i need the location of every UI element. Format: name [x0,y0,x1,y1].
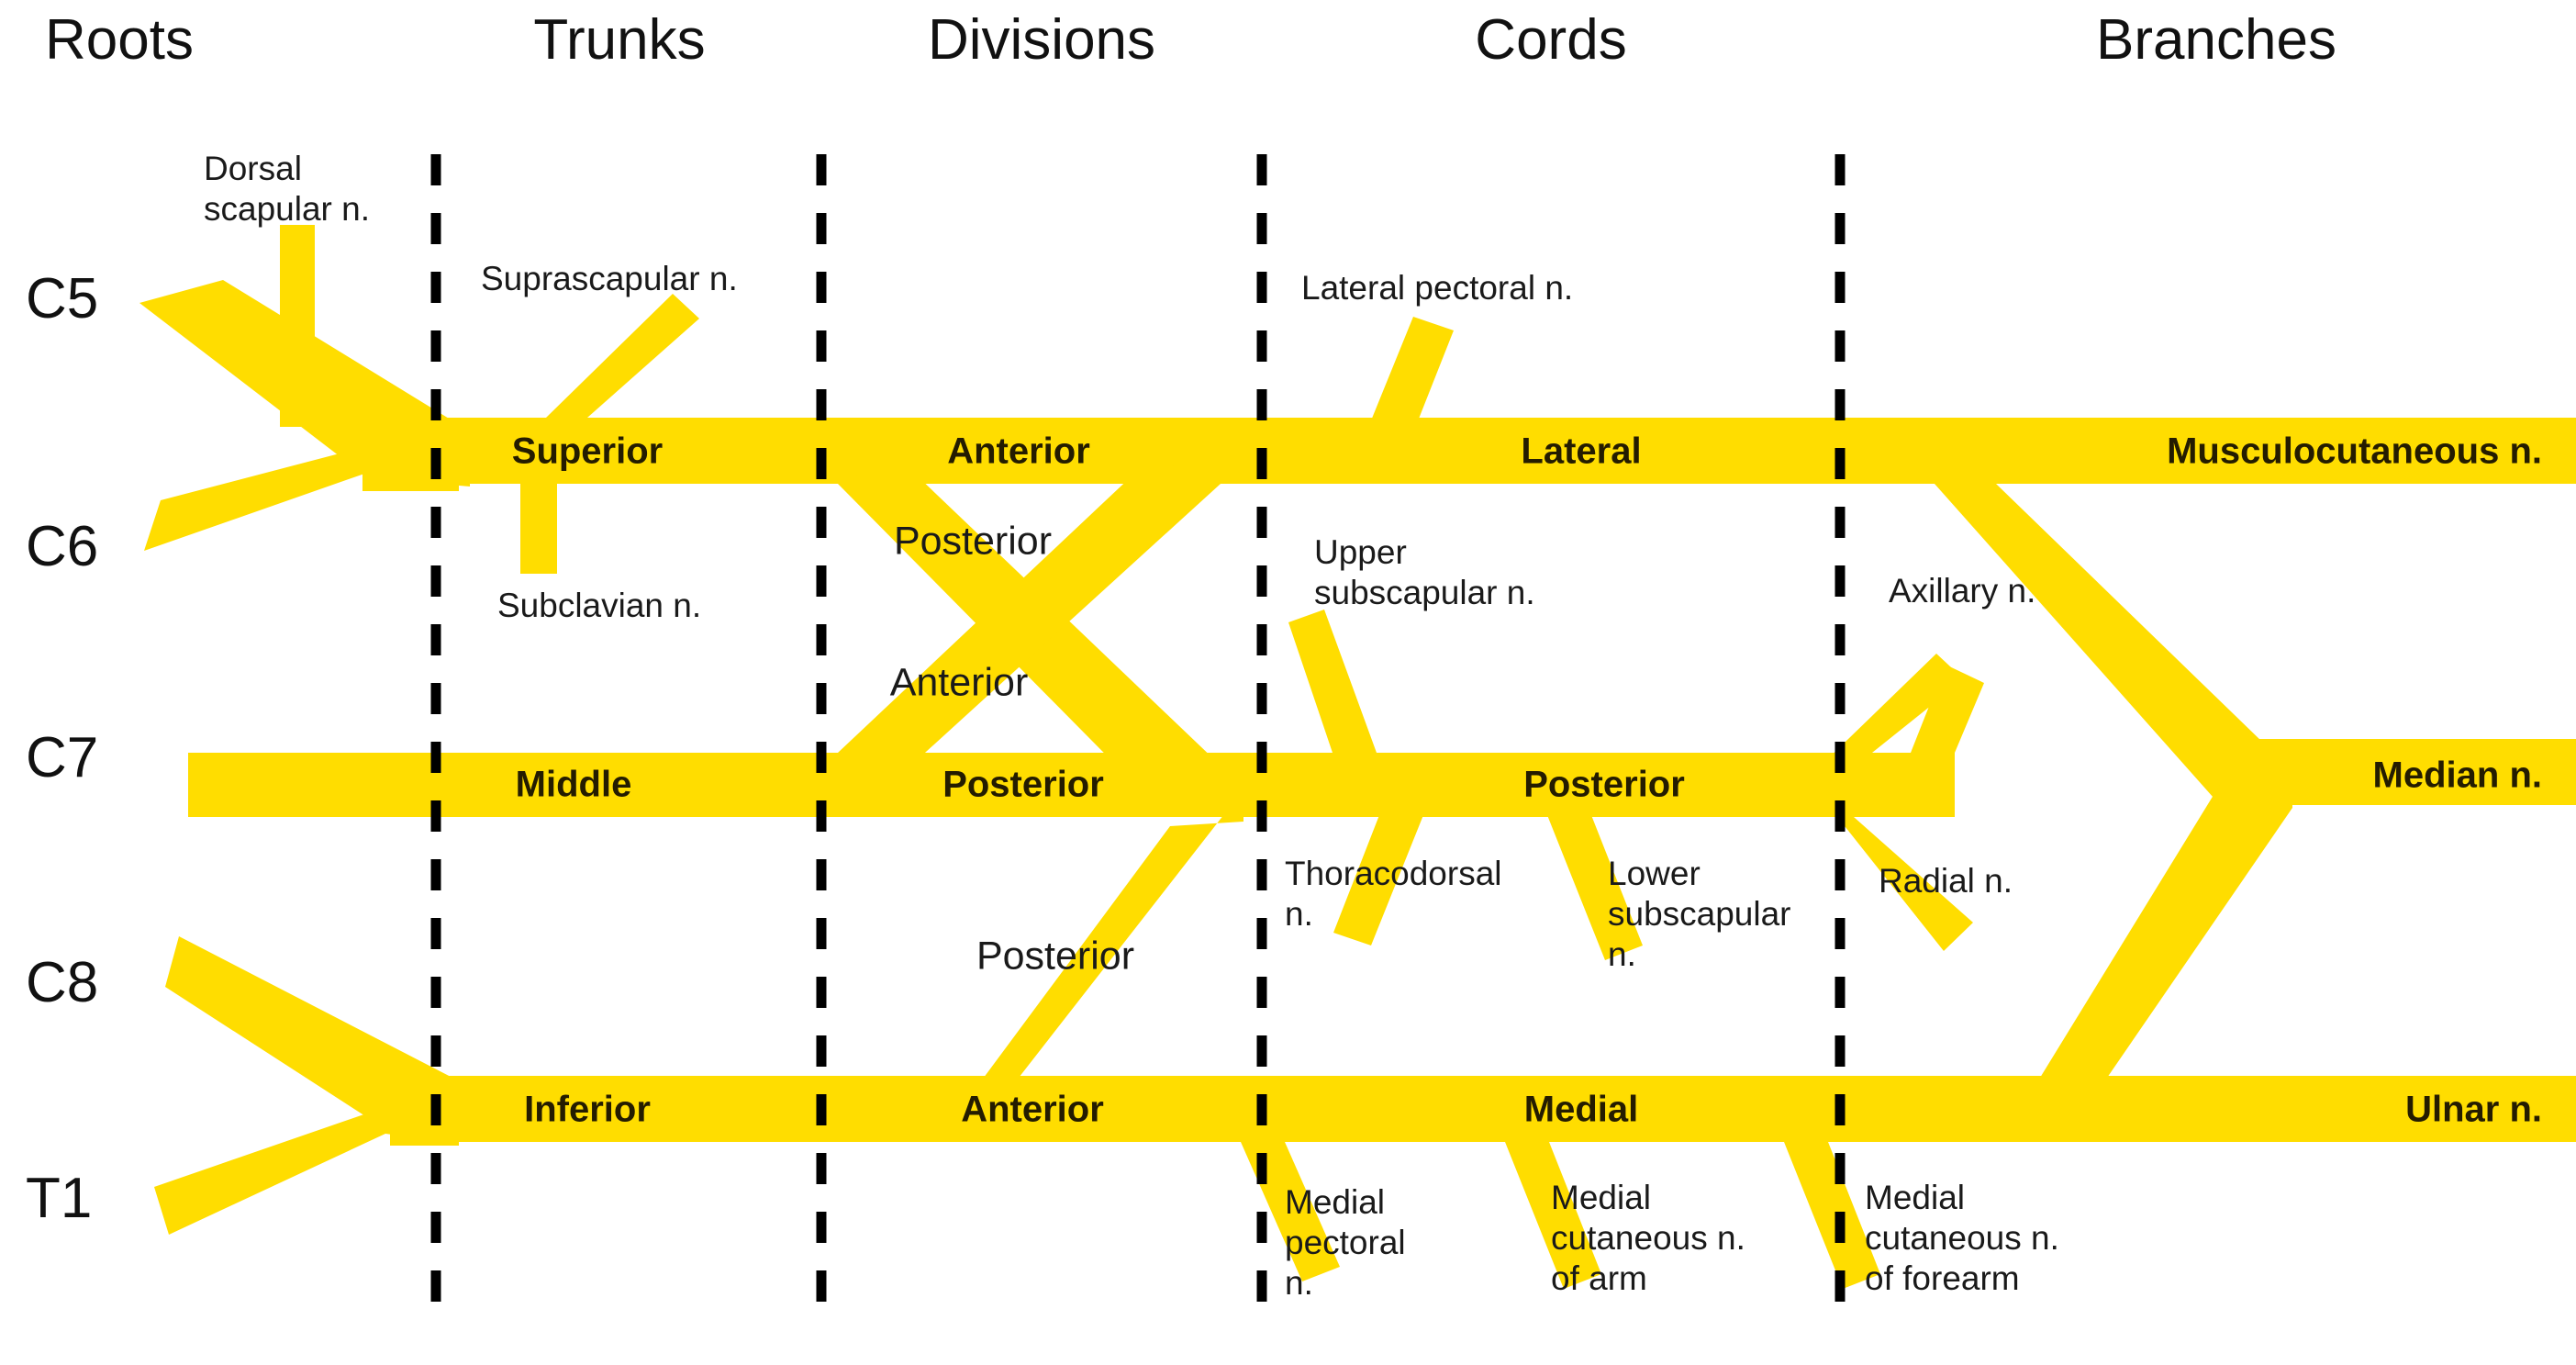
division-label-upper-posterior: Posterior [893,519,1053,564]
trunk-label-middle: Middle [515,764,632,805]
cord-label-posterior: Posterior [1523,764,1685,805]
nerve-label-subclavian: Subclavian n. [497,587,702,624]
lateral-pectoral-nerve-path [1345,317,1454,484]
division-label-middle-anterior: Anterior [889,660,1029,705]
root-label-c6: C6 [26,515,99,578]
root-c8-path [165,936,454,1138]
lower-subscapular-nerve-path [1547,815,1643,960]
trunk-label-inferior: Inferior [524,1089,651,1130]
nerve-label-dorsal-scapular: Dorsal scapular n. [204,150,370,228]
medial-cord-band [1165,1076,1955,1142]
lower-posterior-division-path [936,789,1243,1142]
nerve-label-suprascapular: Suprascapular n. [481,260,738,297]
trunk-label-superior: Superior [511,431,664,472]
root-label-c7: C7 [26,726,99,789]
subclavian-nerve-path [520,477,557,574]
nerve-label-medial-cutaneous-arm: Medial cutaneous n. of arm [1551,1179,1745,1297]
lateral-cord-band [1221,418,1936,484]
column-header-divisions: Divisions [927,8,1156,72]
axillary-nerve-path [1911,665,1984,753]
division-label-upper-anterior: Anterior [947,431,1090,472]
medial-cutaneous-forearm-nerve-path [1784,1142,1880,1289]
thoracodorsal-nerve-path [1333,815,1423,945]
division-label-lower-anterior: Anterior [961,1089,1104,1130]
nerve-label-thoracodorsal: Thoracodorsal n. [1285,855,1502,933]
cord-label-medial: Medial [1523,1089,1639,1130]
medial-to-median-path [2001,773,2292,1142]
nerve-label-lateral-pectoral: Lateral pectoral n. [1301,269,1574,307]
column-dividers-group [430,154,1846,1322]
superior-trunk-band [362,418,844,484]
inferior-trunk-band [390,1076,844,1142]
division-label-lower-posterior: Posterior [976,934,1135,979]
column-header-roots: Roots [45,8,194,72]
lateral-to-median-path [1935,484,2292,806]
nerve-label-medial-pectoral: Medial pectoral n. [1285,1183,1406,1302]
column-header-cords: Cords [1475,8,1627,72]
root-t1-path [154,1083,454,1235]
nerve-label-axillary: Axillary n. [1889,572,2036,610]
root-label-t1: T1 [26,1167,93,1230]
nerve-pathways-group [139,225,2576,1289]
column-header-trunks: Trunks [533,8,706,72]
root-label-c5: C5 [26,267,99,330]
cord-label-lateral: Lateral [1521,431,1642,472]
root-label-c8: C8 [26,951,99,1014]
branch-label-ulnar: Ulnar n. [2405,1089,2542,1130]
column-header-branches: Branches [2096,8,2336,72]
medial-cutaneous-arm-nerve-path [1505,1142,1601,1289]
musculocutaneous-nerve-band [1881,418,2576,484]
division-label-middle-posterior: Posterior [942,764,1104,805]
nerve-label-upper-subscapular: Upper subscapular n. [1314,533,1535,611]
radial-nerve-path [1817,791,1973,951]
branch-label-median: Median n. [2372,755,2542,796]
branch-label-musculocutaneous: Musculocutaneous n. [2167,431,2542,472]
nerve-label-medial-cutaneous-forearm: Medial cutaneous n. of forearm [1865,1179,2059,1297]
suprascapular-nerve-path [546,294,699,418]
middle-anterior-division-path [838,457,1221,780]
upper-subscapular-nerve-path [1288,610,1377,753]
posterior-cord-up-diagonal [1817,654,1964,785]
root-c7-middle-trunk-band [188,753,844,817]
ulnar-nerve-band [1927,1076,2576,1142]
dorsal-scapular-nerve-path [280,225,315,427]
nerve-label-radial: Radial n. [1879,862,2013,900]
nerve-label-lower-subscapular: Lower subscapular n. [1608,855,1791,973]
